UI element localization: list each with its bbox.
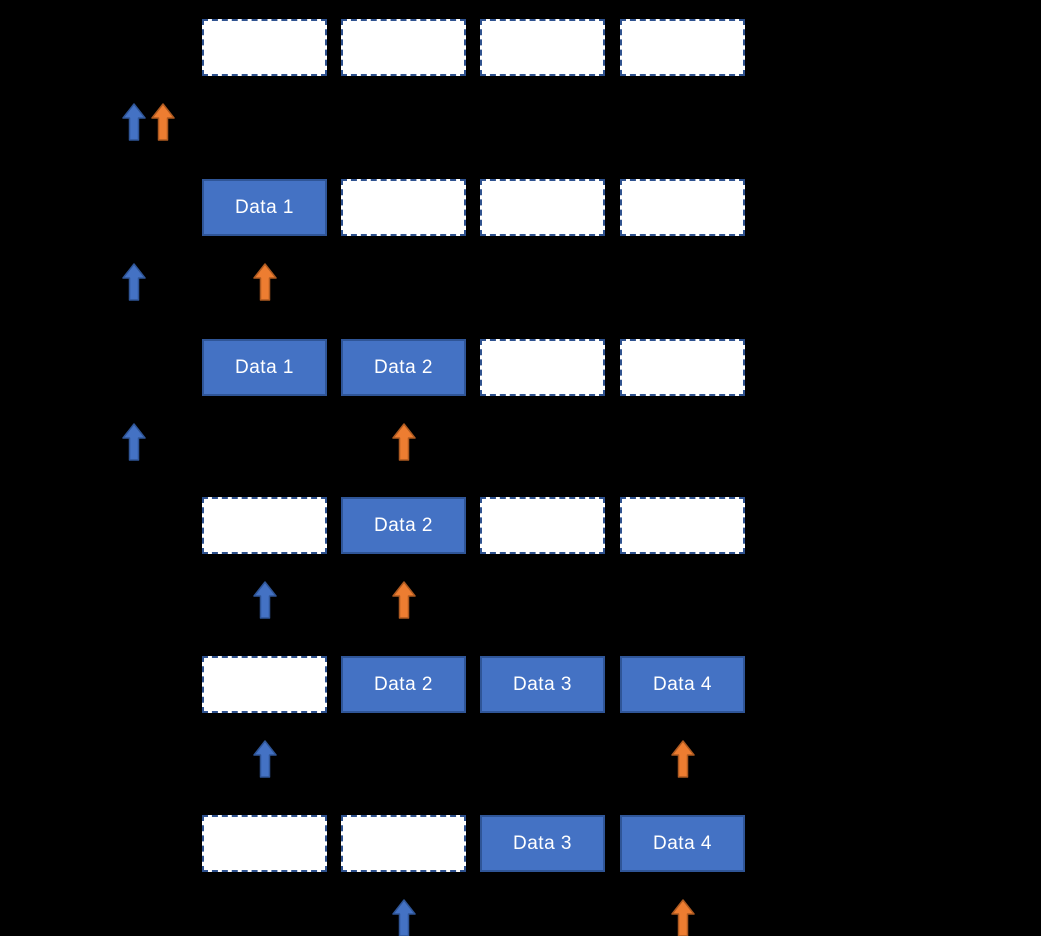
orange-up-arrow-icon: [391, 581, 416, 619]
buffer-slot-empty: [202, 19, 327, 76]
blue-up-arrow-icon: [252, 740, 277, 778]
blue-up-arrow-icon: [122, 263, 146, 301]
buffer-slot-empty: [202, 497, 327, 554]
buffer-slot-filled: Data 1: [202, 339, 327, 396]
buffer-slot-empty: [480, 339, 605, 396]
buffer-slot-filled: Data 2: [341, 339, 466, 396]
buffer-slot-empty: [620, 339, 745, 396]
orange-up-arrow-icon: [670, 899, 695, 936]
buffer-slot-filled: Data 2: [341, 497, 466, 554]
orange-up-arrow-icon: [151, 103, 175, 141]
slot-label: Data 1: [235, 196, 294, 218]
buffer-slot-filled: Data 3: [480, 656, 605, 713]
buffer-slot-empty: [341, 179, 466, 236]
buffer-slot-filled: Data 3: [480, 815, 605, 872]
buffer-slot-empty: [202, 815, 327, 872]
slot-label: Data 2: [374, 356, 433, 378]
buffer-slot-filled: Data 2: [341, 656, 466, 713]
slot-label: Data 3: [513, 673, 572, 695]
buffer-slot-filled: Data 1: [202, 179, 327, 236]
slot-label: Data 2: [374, 514, 433, 536]
blue-up-arrow-icon: [252, 581, 277, 619]
slot-label: Data 3: [513, 832, 572, 854]
buffer-slot-empty: [341, 815, 466, 872]
buffer-slot-empty: [620, 19, 745, 76]
buffer-slot-filled: Data 4: [620, 815, 745, 872]
buffer-slot-empty: [620, 497, 745, 554]
buffer-slot-empty: [202, 656, 327, 713]
slot-label: Data 4: [653, 832, 712, 854]
buffer-slot-empty: [480, 19, 605, 76]
buffer-slot-empty: [480, 497, 605, 554]
buffer-slot-empty: [480, 179, 605, 236]
buffer-slot-filled: Data 4: [620, 656, 745, 713]
orange-up-arrow-icon: [670, 740, 695, 778]
buffer-slot-empty: [341, 19, 466, 76]
blue-up-arrow-icon: [391, 899, 416, 936]
blue-up-arrow-icon: [122, 423, 146, 461]
buffer-slot-empty: [620, 179, 745, 236]
slot-label: Data 4: [653, 673, 712, 695]
slot-label: Data 1: [235, 356, 294, 378]
orange-up-arrow-icon: [391, 423, 416, 461]
orange-up-arrow-icon: [252, 263, 277, 301]
slot-label: Data 2: [374, 673, 433, 695]
blue-up-arrow-icon: [122, 103, 146, 141]
